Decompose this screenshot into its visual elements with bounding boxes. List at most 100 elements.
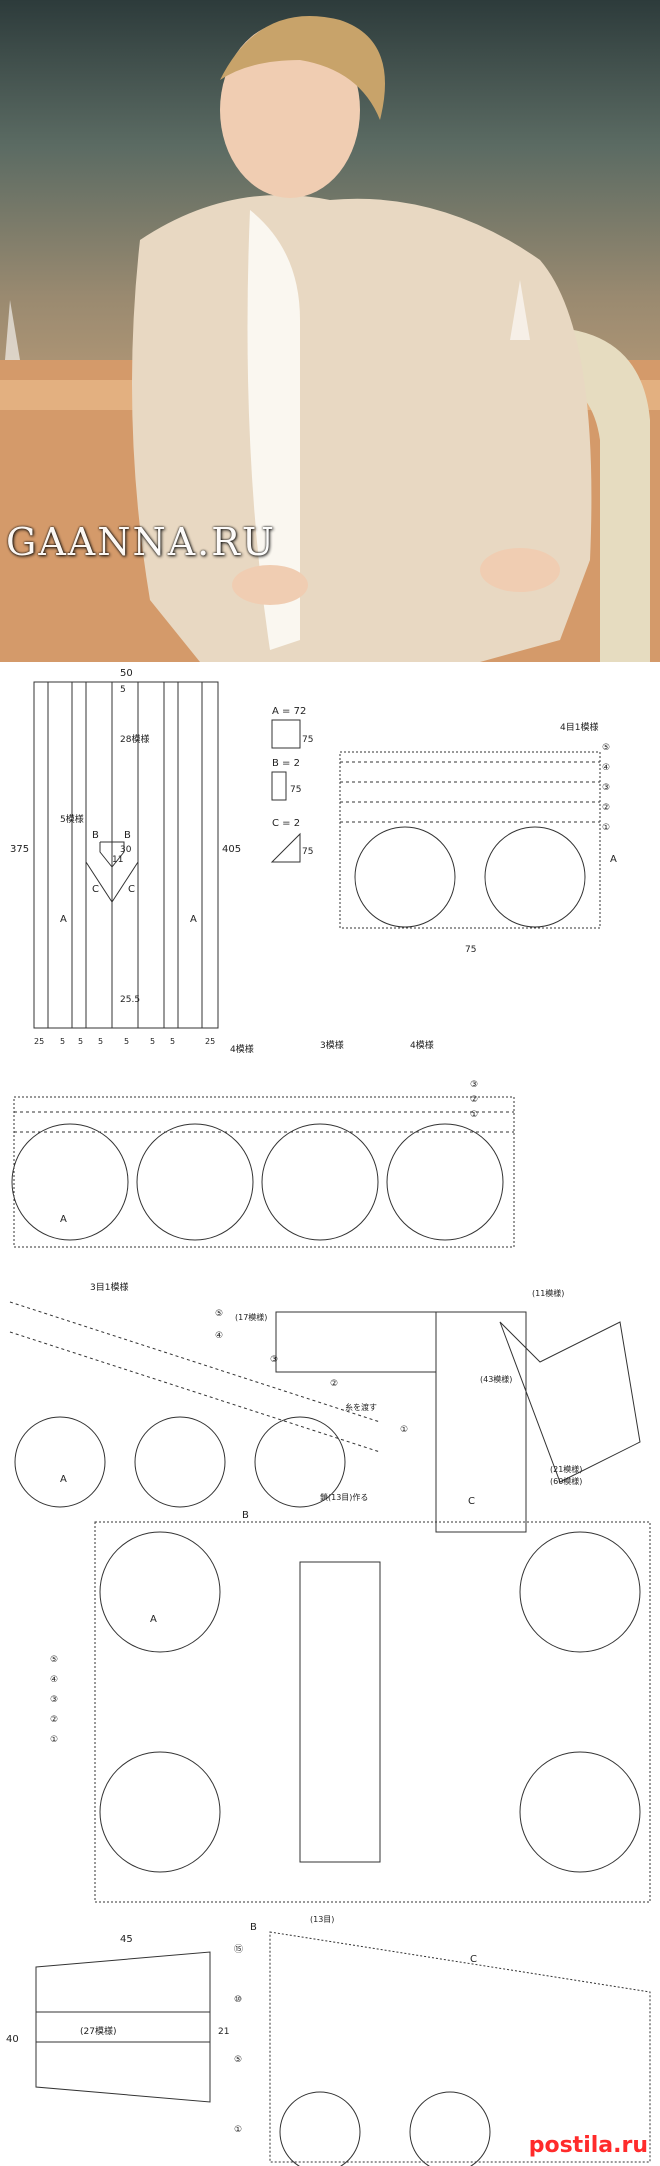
sleeve-motif bbox=[279, 2091, 361, 2166]
panel3-row: ④ bbox=[215, 1331, 223, 1341]
panel1-row: ④ bbox=[602, 763, 610, 773]
glass bbox=[5, 300, 20, 360]
panel4-motif bbox=[519, 1751, 641, 1873]
panel2-top-label: 4模様 bbox=[410, 1039, 434, 1051]
motif-c-triangle bbox=[270, 832, 301, 863]
panel1-a: A bbox=[610, 854, 617, 865]
panel4-frame bbox=[94, 1521, 651, 1903]
schema-neck bbox=[99, 841, 125, 1028]
label-height: 375 bbox=[10, 844, 29, 855]
panel4-b: B bbox=[242, 1510, 249, 1521]
panel2-motif bbox=[136, 1123, 254, 1241]
piece-b-right: B bbox=[124, 830, 131, 841]
sleeve-schema bbox=[35, 1951, 211, 2103]
panel2-motif bbox=[261, 1123, 379, 1241]
label-seg: 28模様 bbox=[120, 733, 149, 745]
motif-a-label: A = 72 bbox=[272, 706, 306, 717]
photo-illustration bbox=[0, 16, 660, 662]
panel2-row: ② bbox=[470, 1095, 478, 1105]
hand-right bbox=[480, 548, 560, 592]
panel3-a: A bbox=[60, 1474, 67, 1485]
panel2-top-label: 3模様 bbox=[320, 1039, 344, 1051]
jacket-sleeve-left bbox=[275, 1311, 437, 1373]
panel1-motif bbox=[484, 826, 586, 928]
jacket-sleeve-right bbox=[499, 1321, 641, 1483]
panel4-row: ① bbox=[50, 1735, 58, 1745]
panel4-motif bbox=[99, 1531, 221, 1653]
motif-a-square bbox=[271, 719, 301, 749]
label-seg: 30 bbox=[120, 845, 132, 855]
panel1-title: 4目1模様 bbox=[560, 721, 598, 733]
bottom-label: 5 bbox=[78, 1037, 83, 1046]
panel4-row: ⑤ bbox=[50, 1655, 58, 1665]
panel4-opening bbox=[299, 1561, 381, 1863]
sleeve-motif bbox=[409, 2091, 491, 2166]
hand-left bbox=[232, 565, 308, 605]
blouse bbox=[247, 210, 300, 650]
motif-a-size: 75 bbox=[302, 735, 313, 745]
jacket-c: C bbox=[468, 1496, 475, 1507]
panel3-caption: 3目1模様 bbox=[90, 1281, 128, 1293]
panel3-row: ② bbox=[330, 1379, 338, 1389]
panel4-row: ② bbox=[50, 1715, 58, 1725]
sleeve-detail-frame bbox=[269, 1931, 651, 2163]
glass bbox=[510, 280, 530, 340]
panel2-a: A bbox=[60, 1214, 67, 1225]
bottom-label: 5 bbox=[170, 1037, 175, 1046]
sleeve-b: B bbox=[250, 1922, 257, 1933]
panel1-row: ① bbox=[602, 823, 610, 833]
panel2-top-label: 4模様 bbox=[230, 1043, 254, 1055]
crochet-diagrams: 50 375 405 A A B B C C 25.5 30 11 28模様 5… bbox=[6, 668, 651, 2166]
panel2-frame bbox=[13, 1096, 515, 1248]
motif-c-label: C = 2 bbox=[272, 818, 300, 829]
sleeve-row: ⑮ bbox=[234, 1944, 243, 1955]
bottom-label: 5 bbox=[150, 1037, 155, 1046]
hair bbox=[220, 16, 385, 120]
footer-watermark: postila.ru bbox=[528, 2133, 648, 2158]
sleeve-row: ⑩ bbox=[234, 1995, 242, 2005]
jacket-label: (43模様) bbox=[480, 1374, 512, 1384]
bottom-label: 5 bbox=[124, 1037, 129, 1046]
sleeve-c: C bbox=[470, 1954, 477, 1965]
sleeve-row: ① bbox=[234, 2125, 242, 2135]
chair bbox=[500, 326, 650, 662]
piece-b-left: B bbox=[92, 830, 99, 841]
panel4-motif bbox=[99, 1751, 221, 1873]
panel1-row: ③ bbox=[602, 783, 610, 793]
panel3-motif bbox=[14, 1416, 106, 1508]
panel4-a: A bbox=[150, 1614, 157, 1625]
main-schema-outline bbox=[33, 681, 219, 1029]
panel3-motif bbox=[134, 1416, 226, 1508]
piece-a-right: A bbox=[190, 914, 197, 925]
panel4-row: ④ bbox=[50, 1675, 58, 1685]
jacket-label: (11模様) bbox=[532, 1288, 564, 1298]
sleeve-label: (27模様) bbox=[80, 2025, 116, 2037]
motif-c-size: 75 bbox=[302, 847, 313, 857]
bottom-label: 25 bbox=[34, 1037, 44, 1046]
motif-b-rect bbox=[271, 771, 287, 801]
label-seg: 5 bbox=[120, 685, 126, 695]
panel3-line bbox=[9, 1301, 381, 1423]
panel3-row: ③ bbox=[270, 1355, 278, 1365]
label-seg: 5模様 bbox=[60, 813, 84, 825]
model-photo: GAANNA.RU bbox=[0, 0, 660, 662]
panel1-dim: 75 bbox=[465, 945, 476, 955]
bottom-label: 25 bbox=[205, 1037, 215, 1046]
panel3-row: ① bbox=[400, 1425, 408, 1435]
panel1-motif bbox=[354, 826, 456, 928]
motif-b-label: B = 2 bbox=[272, 758, 300, 769]
bottom-label: 5 bbox=[98, 1037, 103, 1046]
jacket-label: (60模様) bbox=[550, 1476, 582, 1486]
panel4-bottom-note: (13目) bbox=[310, 1915, 334, 1924]
panel1-row: ② bbox=[602, 803, 610, 813]
panel4-note: 鎖(13目)作る bbox=[320, 1492, 368, 1502]
sleeve-row: ⑤ bbox=[234, 2055, 242, 2065]
bottom-label: 5 bbox=[60, 1037, 65, 1046]
panel3-motif bbox=[254, 1416, 346, 1508]
cardigan bbox=[132, 195, 592, 662]
panel2-motif bbox=[386, 1123, 504, 1241]
jacket-label: (21模様) bbox=[550, 1464, 582, 1474]
schema-v bbox=[85, 861, 139, 903]
panel3-note: 糸を渡す bbox=[345, 1402, 377, 1412]
